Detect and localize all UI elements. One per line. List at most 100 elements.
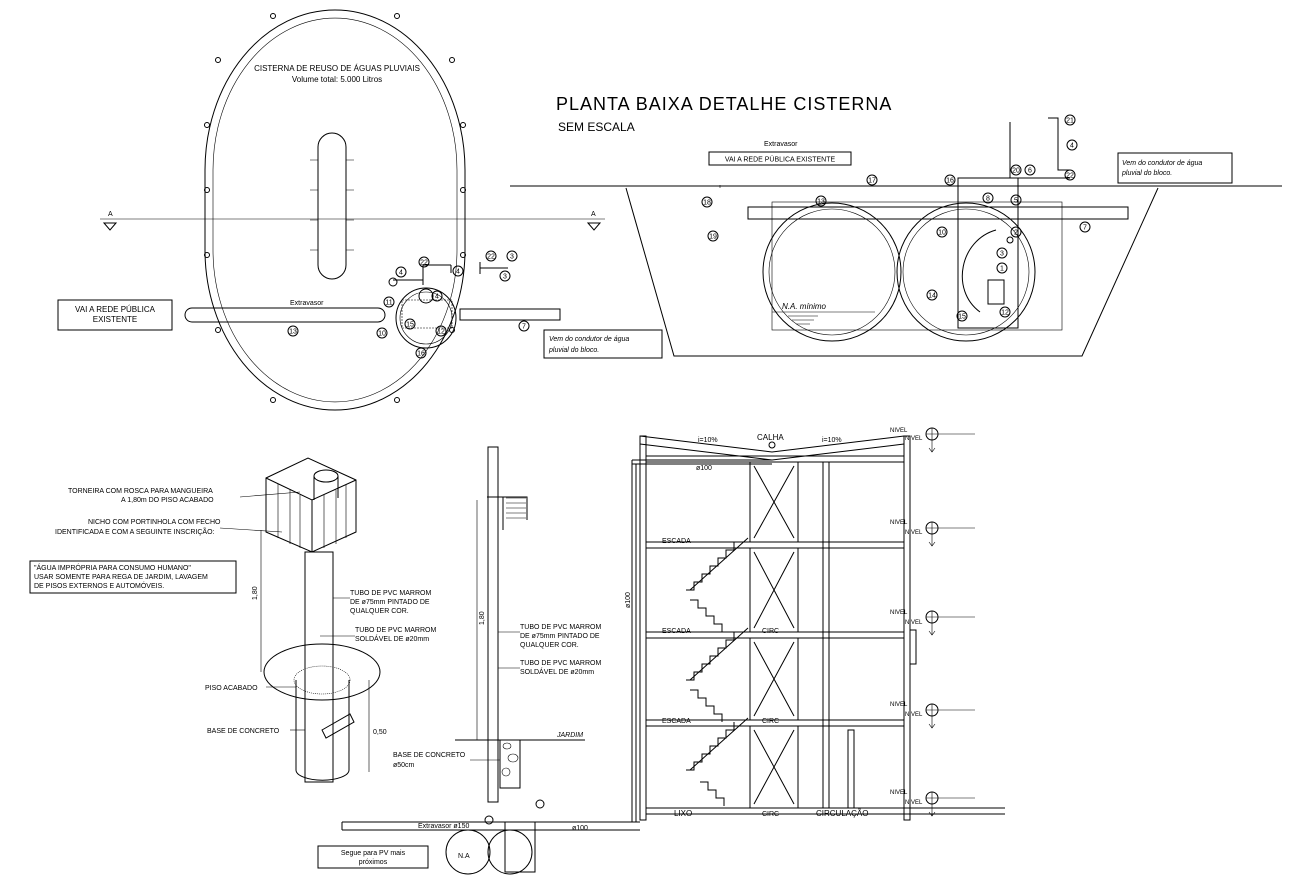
- elevation-pv-line1: Segue para PV mais: [341, 850, 406, 857]
- elevation-pipe2-line1: TUBO DE PVC MARROM: [520, 660, 601, 667]
- overflow-pipe: [184, 307, 386, 323]
- svg-text:3: 3: [1000, 251, 1004, 258]
- tank-left: [762, 202, 902, 342]
- faucet-dim-height: 1,80: [252, 586, 259, 600]
- circ-label-3: CIRC: [762, 811, 779, 818]
- cistern-outline: [204, 9, 466, 411]
- circulation-label: CIRCULAÇÃO: [816, 809, 868, 818]
- svg-text:21: 21: [1066, 118, 1074, 125]
- water-level-label: N.A. mínimo: [782, 302, 827, 311]
- svg-text:NIVEL: NIVEL: [890, 610, 908, 616]
- svg-text:2: 2: [1014, 230, 1018, 237]
- elevation-pipe1-line1: TUBO DE PVC MARROM: [520, 624, 601, 631]
- elevation-pv-line2: próximos: [359, 859, 388, 866]
- pipe-bottom: ø100: [572, 825, 588, 832]
- level-marker: NIVEL NIVEL: [890, 702, 975, 729]
- svg-text:4: 4: [399, 270, 403, 277]
- level-marker: NIVEL NIVEL: [890, 427, 975, 453]
- svg-text:NIVEL: NIVEL: [905, 620, 923, 626]
- faucet-pipe1-line2: DE ø75mm PINTADO DE: [350, 599, 430, 606]
- level-marker: NIVEL NIVEL: [890, 520, 975, 547]
- stairs-label-1: ESCADA: [662, 538, 691, 545]
- faucet-detail: TORNEIRA COM ROSCA PARA MANGUEIRA A 1,80…: [29, 457, 436, 783]
- svg-text:4: 4: [1070, 143, 1074, 150]
- overflow-label: Extravasor: [290, 300, 324, 307]
- building-right-wall: [903, 435, 911, 821]
- plan-title-line2: Volume total: 5.000 Litros: [292, 75, 382, 84]
- plan-conductor-line2: pluvial do bloco.: [548, 347, 599, 354]
- faucet-pipe2-line2: SOLDÁVEL DE ø20mm: [355, 634, 429, 643]
- concrete-base: [499, 739, 521, 789]
- faucet-niche-box: [265, 457, 357, 553]
- level-marker: NIVEL NIVEL: [890, 790, 975, 817]
- elevation-base-line2: ø50cm: [393, 762, 415, 769]
- detail-conductor-line2: pluvial do bloco.: [1121, 170, 1172, 177]
- cut-label-right: A: [591, 211, 596, 218]
- svg-text:6: 6: [1028, 168, 1032, 175]
- inlet-pipe: [459, 308, 561, 321]
- building-section: i=10% CALHA i=10% ø100 ø100 ø100: [572, 427, 1005, 832]
- svg-text:7: 7: [522, 324, 526, 331]
- svg-text:3: 3: [503, 274, 507, 281]
- public-network-line1: VAI A REDE PÚBLICA: [75, 305, 156, 314]
- svg-text:NIVEL: NIVEL: [905, 530, 923, 536]
- detail-subtitle: SEM ESCALA: [558, 120, 635, 134]
- detail-title: PLANTA BAIXA DETALHE CISTERNA: [556, 94, 892, 114]
- svg-text:1: 1: [1000, 266, 1004, 273]
- svg-text:NIVEL: NIVEL: [905, 800, 923, 806]
- elevation-pipe1-line2: DE ø75mm PINTADO DE: [520, 633, 600, 640]
- detail-public-network-box: [708, 151, 852, 166]
- stairs-label-2: ESCADA: [662, 628, 691, 635]
- detail-callouts: 18 19 13 17 16 10 21 4 22 2 3 1 5 14 15 …: [701, 114, 1091, 322]
- detail-conductor-line1: Vem do condutor de água: [1122, 160, 1202, 167]
- elevation-na: N.A: [458, 853, 470, 860]
- pipe-vertical: ø100: [625, 592, 632, 608]
- faucet-elevation: 1,80 TUBO DE PVC MARROM DE ø75mm PINTADO…: [317, 446, 640, 875]
- svg-text:NIVEL: NIVEL: [890, 702, 908, 708]
- faucet-note-line1: "ÁGUA IMPRÓPRIA PARA CONSUMO HUMANO": [34, 563, 191, 572]
- svg-text:4: 4: [435, 294, 439, 301]
- svg-text:NIVEL: NIVEL: [890, 428, 908, 434]
- svg-text:15: 15: [958, 314, 966, 321]
- svg-text:13: 13: [817, 199, 825, 206]
- svg-text:11: 11: [385, 300, 392, 307]
- faucet-note-box: [29, 560, 237, 594]
- slope-right: i=10%: [822, 437, 842, 444]
- pv-box: [317, 845, 429, 869]
- svg-text:16: 16: [417, 351, 425, 358]
- circ-label-1: CIRC: [762, 628, 779, 635]
- svg-text:3: 3: [510, 254, 514, 261]
- faucet-note-line2: USAR SOMENTE PARA REGA DE JARDIM, LAVAGE…: [34, 574, 208, 581]
- elevation-overflow: Extravasor ø150: [418, 823, 469, 830]
- building-left-wall: [639, 435, 647, 821]
- plan-callouts: 4 22 4 22 3 3 4 11 15 13 10 12 16 7: [287, 250, 530, 359]
- elevation-dim-height: 1,80: [479, 611, 486, 625]
- svg-text:NIVEL: NIVEL: [905, 712, 923, 718]
- faucet-label1-line1: TORNEIRA COM ROSCA PARA MANGUEIRA: [68, 488, 213, 495]
- svg-text:10: 10: [378, 331, 386, 338]
- plan-conductor-line1: Vem do condutor de água: [549, 336, 629, 343]
- svg-text:20: 20: [1012, 168, 1020, 175]
- svg-text:NIVEL: NIVEL: [890, 790, 908, 796]
- faucet-post: [304, 551, 334, 783]
- excavation-outline: [625, 187, 1159, 357]
- public-network-box: [57, 299, 173, 331]
- inspection-chamber: [395, 287, 457, 349]
- tank-right: [896, 202, 1036, 342]
- faucet-base: BASE DE CONCRETO: [207, 728, 280, 735]
- svg-text:4: 4: [456, 269, 460, 276]
- floor-ellipse: [263, 643, 381, 701]
- plan-title-line1: CISTERNA DE REUSO DE ÁGUAS PLUVIAIS: [254, 64, 420, 73]
- svg-text:8: 8: [986, 196, 990, 203]
- stairs-label-3: ESCADA: [662, 718, 691, 725]
- faucet-pipe1-line3: QUALQUER COR.: [350, 608, 409, 615]
- floor-slabs: [646, 455, 1005, 815]
- svg-text:12: 12: [1001, 310, 1009, 317]
- svg-text:18: 18: [703, 200, 711, 207]
- cistern-plan: CISTERNA DE REUSO DE ÁGUAS PLUVIAIS Volu…: [57, 9, 663, 411]
- svg-text:13: 13: [289, 329, 297, 336]
- elevation-pipe2-line2: SOLDÁVEL DE ø20mm: [520, 667, 594, 676]
- svg-text:17: 17: [868, 178, 876, 185]
- columns: [749, 461, 855, 809]
